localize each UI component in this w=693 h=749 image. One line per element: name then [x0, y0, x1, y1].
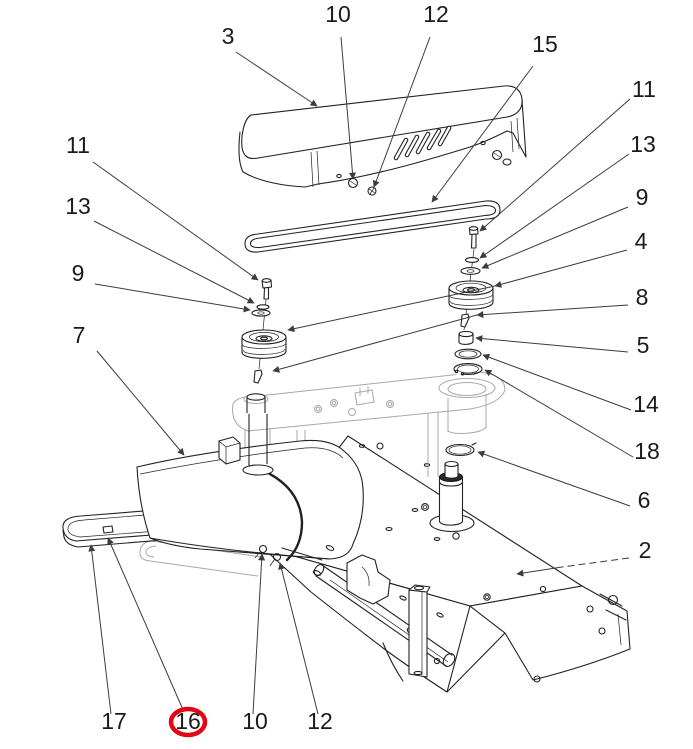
callout-11: 11 — [632, 76, 656, 102]
leader-lines — [88, 36, 634, 715]
vent-slots — [393, 125, 452, 161]
callout-7: 7 — [73, 322, 86, 348]
callout-10: 10 — [242, 708, 268, 734]
callout-14: 14 — [633, 391, 659, 417]
standoff-block — [218, 436, 241, 465]
right-pulley-stack — [448, 226, 494, 377]
spacer — [458, 330, 474, 345]
bolt-left — [263, 286, 270, 300]
lock-washer-left — [256, 304, 270, 310]
callout-2: 2 — [639, 537, 652, 563]
callout-18: 18 — [634, 438, 660, 464]
bolt-right — [470, 233, 477, 249]
washer-14 — [454, 348, 482, 360]
callout-3: 3 — [222, 23, 235, 49]
snap-ring — [453, 363, 483, 377]
callout-9: 9 — [636, 184, 649, 210]
belt-cover — [136, 414, 364, 562]
callout-10: 10 — [325, 1, 351, 27]
callout-8: 8 — [636, 284, 649, 310]
roller-assembly — [254, 544, 456, 667]
top-cover — [238, 85, 527, 196]
support-post — [408, 584, 431, 678]
callout-9: 9 — [72, 260, 85, 286]
lock-washer-right — [464, 257, 480, 263]
bar-clip — [102, 525, 114, 534]
cover-screw-front-left — [258, 544, 268, 554]
flat-washer-right — [460, 267, 481, 275]
key-left — [253, 369, 263, 384]
callout-6: 6 — [638, 487, 651, 513]
left-pulley-stack — [241, 278, 287, 413]
callout-12: 12 — [307, 708, 333, 734]
highlight-circle — [168, 706, 208, 738]
pulley-left — [241, 329, 287, 359]
callout-16-highlighted: 16 — [175, 708, 201, 734]
cover-screw-front-right — [272, 552, 282, 562]
callout-13: 13 — [630, 131, 656, 157]
callout-17: 17 — [101, 708, 127, 734]
flat-washer-left — [251, 309, 271, 317]
drive-belt — [244, 200, 501, 253]
pulley-right — [448, 280, 494, 310]
callout-5: 5 — [637, 332, 650, 358]
callout-15: 15 — [532, 31, 558, 57]
callout-4: 4 — [635, 228, 648, 254]
callout-13: 13 — [65, 193, 91, 219]
key-right — [460, 313, 470, 328]
callout-12: 12 — [423, 1, 449, 27]
callout-labels: 3 10 12 15 11 13 9 4 8 5 14 18 6 2 11 13 9 7 17 16 10 12 — [65, 1, 660, 738]
o-ring — [445, 442, 477, 457]
callout-11: 11 — [66, 132, 90, 158]
spindle-shaft-right — [438, 460, 464, 526]
